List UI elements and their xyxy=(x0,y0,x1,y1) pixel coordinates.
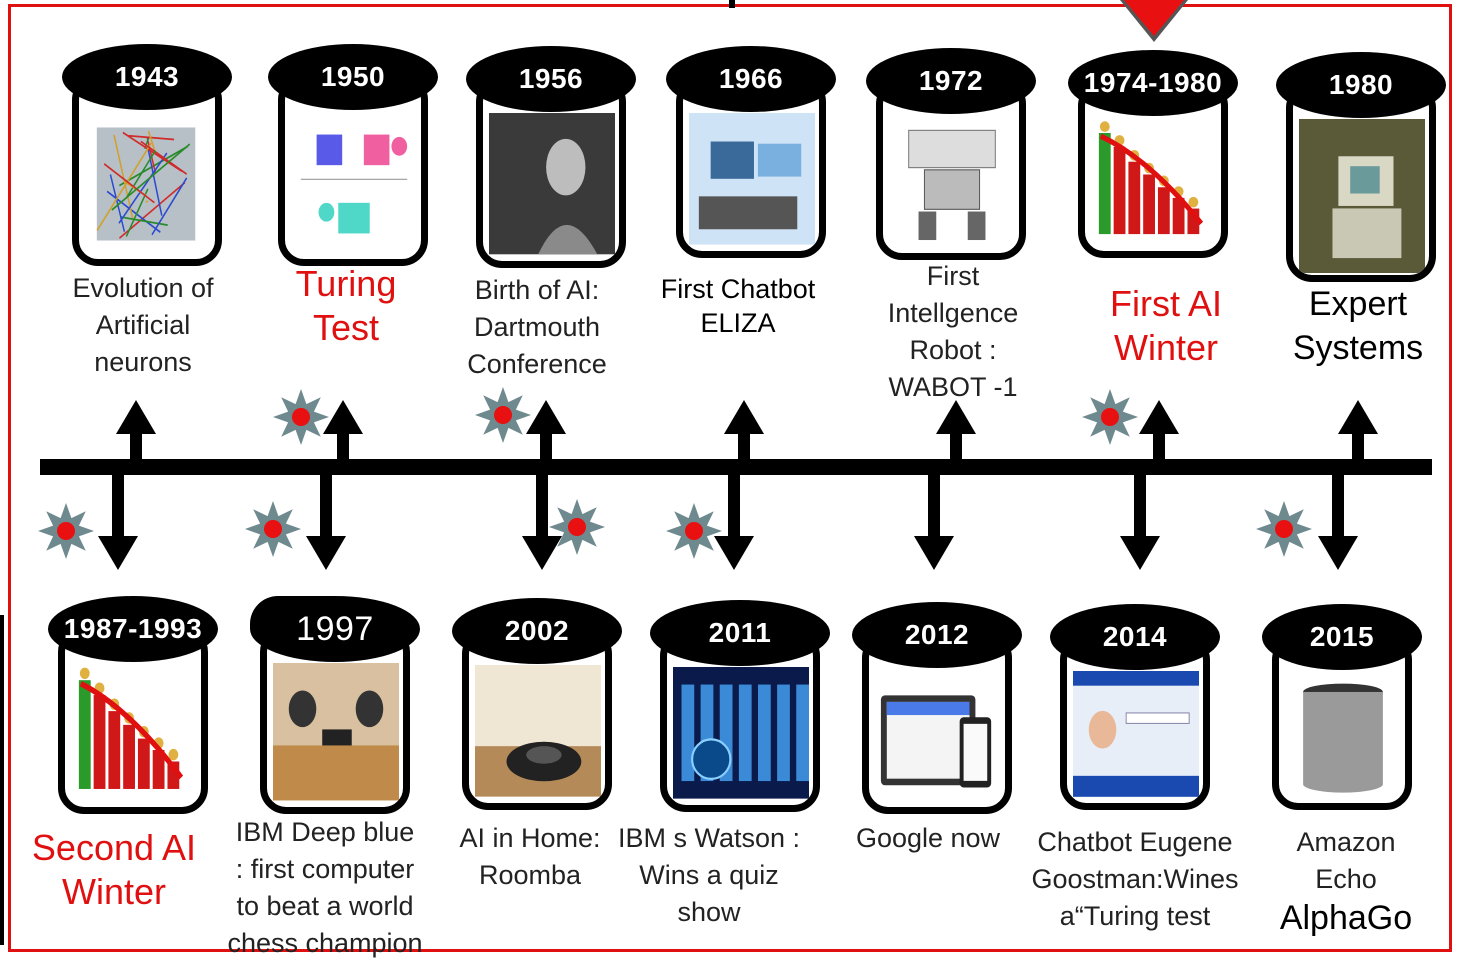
timeline-event-1966: 1966 xyxy=(666,46,836,258)
timeline-event-1974-1980: 1974-1980 xyxy=(1068,50,1238,258)
description-line: Wins a quiz xyxy=(579,857,839,894)
year-label: 1966 xyxy=(666,46,836,112)
john-mccarthy-portrait-icon xyxy=(489,113,615,259)
declining-bar-chart-icon xyxy=(71,663,197,805)
year-label: 2011 xyxy=(650,600,830,666)
timeline-event-2015: 2015 xyxy=(1262,604,1422,810)
vintage-computer-icon xyxy=(1299,119,1425,273)
roomba-vacuum-icon xyxy=(475,665,601,801)
timeline-event-1980: 1980 xyxy=(1276,52,1446,282)
timeline-event-1997: 1997 xyxy=(250,596,420,814)
down-arrow-icon xyxy=(1318,472,1358,572)
description-line: Echo xyxy=(1216,861,1460,898)
description-line: Conference xyxy=(407,346,667,383)
year-label: 2012 xyxy=(852,602,1022,668)
year-label: 2002 xyxy=(452,598,622,664)
year-label: 1972 xyxy=(866,48,1036,114)
timeline-event-2012: 2012 xyxy=(852,602,1022,814)
google-now-devices-icon xyxy=(875,669,1001,805)
down-arrow-icon xyxy=(306,472,346,572)
eugene-chatbot-screen-icon xyxy=(1073,671,1199,801)
milestone-star-icon xyxy=(37,502,95,560)
description-line: Systems xyxy=(1228,326,1460,370)
milestone-star-icon xyxy=(548,498,606,556)
deep-blue-chess-match-icon xyxy=(273,663,399,805)
turing-test-diagram-icon xyxy=(291,111,417,257)
declining-bar-chart-icon xyxy=(1091,117,1217,249)
neural-network-cube-icon xyxy=(85,111,211,257)
timeline-event-1950: 1950 xyxy=(268,44,438,266)
timeline-event-1943: 1943 xyxy=(62,44,232,266)
year-label: 1997 xyxy=(250,596,420,662)
year-label: 1987-1993 xyxy=(48,596,218,662)
description-line: chess champion xyxy=(195,925,455,962)
year-label: 1943 xyxy=(62,44,232,110)
description-extra-line: AlphaGo xyxy=(1216,896,1460,940)
description-line: Amazon xyxy=(1216,824,1460,861)
year-label: 1956 xyxy=(466,46,636,112)
timeline-event-2002: 2002 xyxy=(452,598,622,810)
timeline-event-2014: 2014 xyxy=(1050,604,1220,810)
year-label: 1950 xyxy=(268,44,438,110)
milestone-star-icon xyxy=(272,388,330,446)
event-description: AmazonEchoAlphaGo xyxy=(1216,824,1460,940)
timeline-event-1956: 1956 xyxy=(466,46,636,268)
amazon-echo-speaker-icon xyxy=(1285,671,1401,801)
milestone-star-icon xyxy=(1081,388,1139,446)
robot-at-laptop-icon xyxy=(689,113,815,249)
milestone-star-icon xyxy=(474,386,532,444)
timeline-event-1972: 1972 xyxy=(866,48,1036,260)
year-label: 2015 xyxy=(1262,604,1422,670)
event-description: ExpertSystems xyxy=(1228,282,1460,370)
watson-server-racks-icon xyxy=(673,667,809,803)
down-arrow-icon xyxy=(98,472,138,572)
timeline-event-1987-1993: 1987-1993 xyxy=(48,596,218,814)
wabot-robot-icon xyxy=(889,115,1015,251)
milestone-star-icon xyxy=(1255,500,1313,558)
down-arrow-icon xyxy=(1120,472,1160,572)
year-label: 1980 xyxy=(1276,52,1446,118)
milestone-star-icon xyxy=(665,502,723,560)
description-line: show xyxy=(579,894,839,931)
down-arrow-icon xyxy=(914,472,954,572)
top-tick-mark xyxy=(722,0,742,8)
milestone-star-icon xyxy=(244,500,302,558)
timeline-event-2011: 2011 xyxy=(650,600,830,812)
current-era-marker-icon xyxy=(1114,0,1194,44)
year-label: 2014 xyxy=(1050,604,1220,670)
description-line: Expert xyxy=(1228,282,1460,326)
year-label: 1974-1980 xyxy=(1068,50,1238,116)
